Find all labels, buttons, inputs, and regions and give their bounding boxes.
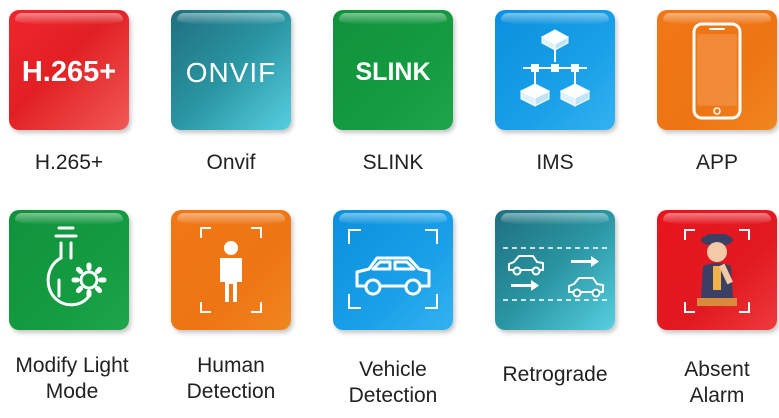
network-topology-icon <box>519 29 591 107</box>
label-line: Retrograde <box>502 363 608 386</box>
guard-frame-icon <box>684 229 750 313</box>
label-vehicle-detection: Vehicle Detection <box>313 357 473 409</box>
label-human-detection: Human Detection <box>151 353 311 405</box>
tile-absent-alarm[interactable] <box>657 210 777 330</box>
label-line: H.265+ <box>34 151 104 174</box>
label-line: Vehicle <box>359 358 427 381</box>
label-line: Human <box>197 354 265 377</box>
label-retrograde: Retrograde <box>475 362 635 388</box>
tile-retrograde[interactable] <box>495 210 615 330</box>
label-line: Detection <box>348 384 438 407</box>
label-line: Detection <box>186 380 276 403</box>
label-h265: H.265+ <box>0 150 149 176</box>
label-line: Mode <box>45 380 99 403</box>
tile-onvif[interactable]: ONVIF <box>171 10 291 130</box>
label-absent-alarm: Absent Alarm <box>637 357 779 409</box>
tile-app[interactable] <box>657 10 777 130</box>
lightbulb-gear-icon <box>46 226 107 307</box>
cars-arrows-icon <box>503 247 607 301</box>
onvif-logo-icon: ONVIF <box>186 57 277 88</box>
label-onvif: Onvif <box>151 150 311 176</box>
label-line: Absent <box>684 358 750 381</box>
slink-tile-text: SLINK <box>356 58 431 86</box>
tile-human-detection[interactable] <box>171 210 291 330</box>
tile-ims[interactable] <box>495 10 615 130</box>
smartphone-icon <box>692 22 742 120</box>
h265-text-icon: H.265+ <box>22 56 116 88</box>
tile-modify-light[interactable] <box>9 210 129 330</box>
tile-slink[interactable]: SLINK <box>333 10 453 130</box>
h265-tile-text: H.265+ <box>22 56 116 88</box>
label-line: Modify Light <box>15 354 129 377</box>
label-ims: IMS <box>475 150 635 176</box>
label-line: Onvif <box>206 151 256 174</box>
label-line: IMS <box>536 151 574 174</box>
car-frame-icon <box>348 229 438 309</box>
tile-vehicle-detection[interactable] <box>333 210 453 330</box>
label-slink: SLINK <box>313 150 473 176</box>
label-line: Alarm <box>689 384 745 407</box>
onvif-tile-text: ONVIF <box>186 57 277 88</box>
label-modify-light: Modify Light Mode <box>0 353 152 405</box>
slink-text-icon: SLINK <box>356 58 431 86</box>
label-line: SLINK <box>362 151 424 174</box>
label-line: APP <box>695 151 739 174</box>
person-frame-icon <box>200 227 262 313</box>
label-app: APP <box>637 150 779 176</box>
tile-h265[interactable]: H.265+ <box>9 10 129 130</box>
